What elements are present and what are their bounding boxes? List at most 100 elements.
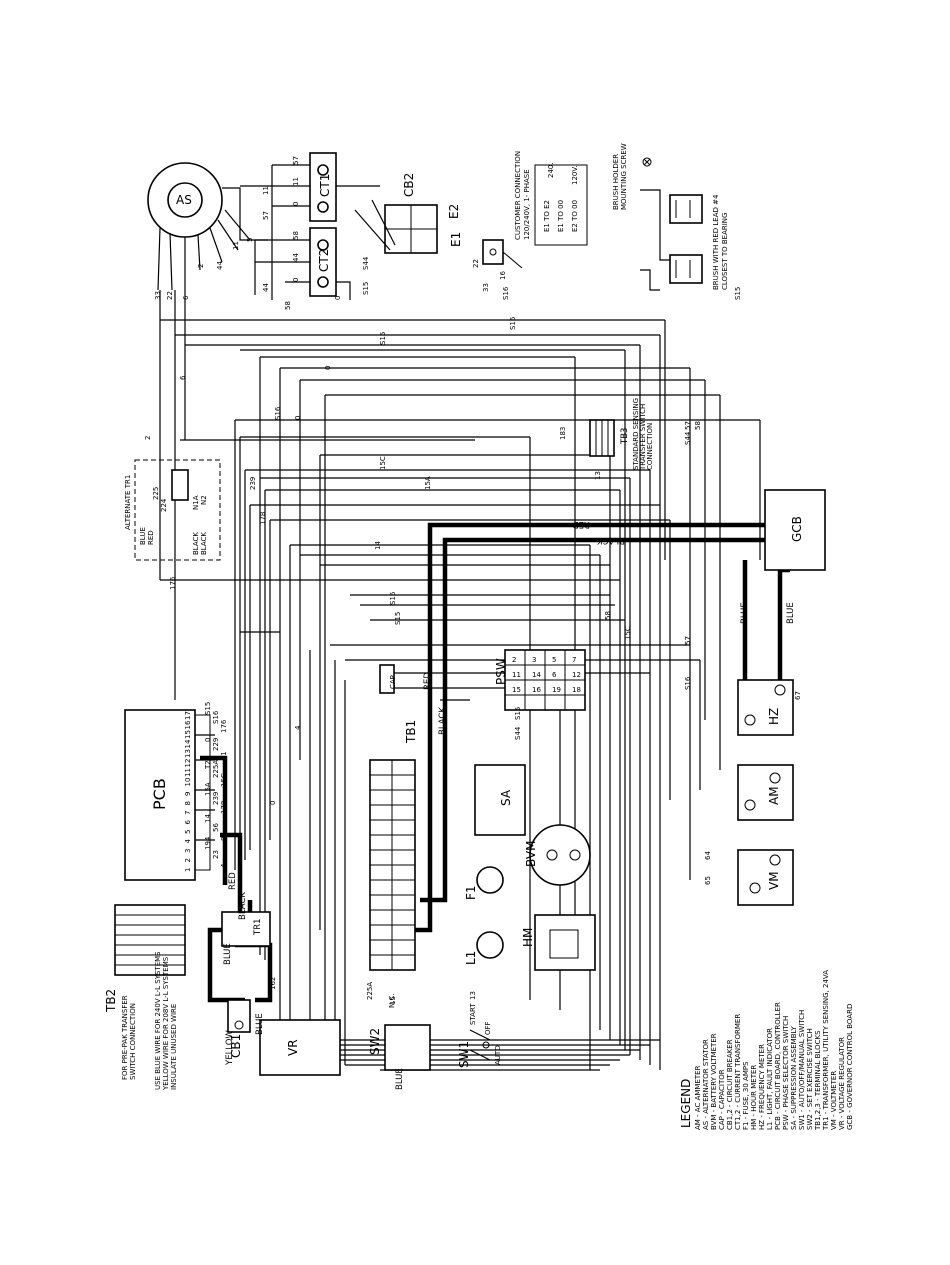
wire-number: 176 bbox=[169, 576, 177, 590]
ct-wire-number: 58 bbox=[292, 231, 300, 240]
brush-holder-line1: BRUSH HOLDER bbox=[612, 154, 620, 210]
voltage-regulator: VR bbox=[259, 1019, 341, 1076]
tb3-label: TB3 bbox=[620, 428, 630, 445]
psw-terminal-number: 11 bbox=[512, 671, 521, 679]
suppression-assembly: SA bbox=[474, 764, 526, 836]
pcb-pin-number: 16 bbox=[184, 720, 192, 729]
brush-lead-line2: CLOSEST TO BEARING bbox=[721, 213, 729, 290]
auto-off-manual-switch: SW1 START OFF AUTO bbox=[457, 1003, 502, 1068]
pcb-board: PCB bbox=[124, 709, 215, 881]
pcb-pin-number: 7 bbox=[184, 811, 192, 815]
pcb-wire-label: T1 bbox=[220, 751, 228, 761]
wire-number: 6 bbox=[179, 375, 187, 380]
red-callout-2: RED bbox=[228, 872, 238, 890]
wire-number: S15 bbox=[379, 332, 387, 345]
pcb-wire-label: 14 bbox=[204, 814, 212, 823]
wire-number: 64 bbox=[704, 851, 712, 860]
fuse-f1: F1 bbox=[464, 866, 504, 900]
cb1-label: CB1 bbox=[229, 1034, 243, 1058]
l1-label: L1 bbox=[464, 951, 478, 965]
as-label: AS bbox=[176, 193, 192, 207]
wire-number: 225A bbox=[366, 982, 374, 1000]
pcb-label: PCB bbox=[150, 778, 169, 810]
legend-item: SA - SUPPRESSION ASSEMBLY bbox=[790, 1026, 798, 1130]
voltmeter: VM bbox=[737, 849, 794, 906]
ct1-label: CT1 bbox=[318, 174, 332, 197]
wire-number: 0 bbox=[324, 366, 332, 370]
tr1-label: TR1 bbox=[253, 918, 263, 936]
alternate-tr1: ALTERNATE TR1 225 224 BLUE RED BLACK BLA… bbox=[124, 459, 221, 561]
wire-number: 2 bbox=[197, 264, 205, 268]
tb3-note-2: TRANSFER SWITCH bbox=[639, 404, 647, 471]
pcb-wire-label: 176 bbox=[220, 719, 228, 733]
pcb-wire-label: S15 bbox=[204, 702, 212, 715]
customer-row-1: E1 TO E2 bbox=[543, 200, 551, 232]
black-callout-1: BLACK bbox=[438, 707, 448, 735]
am-label: AM bbox=[767, 786, 781, 805]
wire-number: 16 bbox=[499, 271, 507, 280]
pcb-pin-number: 3 bbox=[184, 849, 192, 853]
tb2-label: TB2 bbox=[104, 989, 118, 1013]
legend-item: AS - ALTERNATOR STATOR bbox=[702, 1039, 710, 1130]
wire-number: 15C bbox=[379, 456, 387, 470]
pcb-wire-label: 56 bbox=[212, 823, 220, 832]
wire-number: 58 bbox=[694, 421, 702, 430]
psw-terminal-number: 6 bbox=[552, 671, 557, 679]
cb2-breaker: CB2 E1 E2 bbox=[354, 173, 463, 254]
legend-item: HM - HOUR METER bbox=[750, 1065, 758, 1130]
psw-terminal-number: 15 bbox=[512, 686, 521, 694]
legend-item: F1 - FUSE, 30 AMPS bbox=[742, 1061, 750, 1130]
pcb-pin-number: 6 bbox=[184, 820, 192, 825]
pcb-wire-label: 178 bbox=[220, 801, 228, 814]
wire-number: 178 bbox=[259, 512, 267, 525]
sw1-label: SW1 bbox=[457, 1041, 471, 1068]
psw-terminal-number: 5 bbox=[552, 656, 556, 664]
gcb-red-label: RED bbox=[572, 519, 590, 529]
tb3-terminal: TB3 STANDARD SENSING TRANSFER SWITCH CON… bbox=[589, 398, 654, 471]
pcb-pin-number: 13 bbox=[184, 749, 192, 758]
ct-wire-number: 57 bbox=[262, 211, 270, 220]
wire-number: S15 bbox=[394, 612, 402, 625]
sw2-label: SW2 bbox=[368, 1028, 382, 1055]
legend-item: TR1 - TRANSFORMER, UTILITY SENSING, 24VA bbox=[822, 970, 830, 1131]
wire-number: S16 bbox=[684, 676, 692, 690]
brush-lead-line1: BRUSH WITH RED LEAD #4 bbox=[712, 194, 720, 290]
wire-number: 14 bbox=[374, 541, 382, 550]
ct-wire-number: 0 bbox=[292, 278, 300, 282]
pcb-pin-number: 5 bbox=[184, 830, 192, 834]
legend-item: CB1,2 - CIRCUIT BREAKER bbox=[726, 1039, 734, 1130]
wire-number: S15 bbox=[734, 287, 742, 300]
pcb-wire-label: 4 bbox=[220, 863, 228, 868]
wire-number: 239 bbox=[249, 477, 257, 490]
legend-item: CT1,2 - CURRENT TRANSFORMER bbox=[734, 1014, 742, 1130]
alt-tr1-red: RED bbox=[147, 530, 155, 545]
legend-item: AM - AC AMMETER bbox=[694, 1065, 702, 1130]
ct-wire-number: 58 bbox=[284, 301, 292, 310]
ct-wire-number: S15 bbox=[362, 282, 370, 295]
pcb-wire-label: 0 bbox=[204, 738, 212, 742]
pcb-wire-label: 23 bbox=[212, 850, 220, 859]
tb2-terminal: TB2 bbox=[104, 904, 186, 1013]
pcb-pin-number: 15 bbox=[184, 730, 192, 739]
ct-wire-number: 0 bbox=[292, 202, 300, 206]
pcb-pin-number: 8 bbox=[184, 801, 192, 805]
wire-number: 0 bbox=[294, 416, 302, 420]
psw-terminal-number: 19 bbox=[552, 686, 561, 694]
brush-holder: BRUSH HOLDER MOUNTING SCREW BRUSH WITH R… bbox=[612, 143, 729, 291]
sw2-nc: N.C. bbox=[388, 993, 396, 1008]
customer-subtitle: 120/240V, 1- PHASE bbox=[523, 169, 531, 240]
psw-terminal-number: 14 bbox=[532, 671, 541, 679]
wire-number: 15 bbox=[389, 996, 397, 1005]
wire-number: 15A bbox=[424, 476, 432, 490]
cb1-breaker: CB1 bbox=[227, 999, 251, 1058]
psw-terminal-number: 7 bbox=[572, 656, 576, 664]
hour-meter: HM bbox=[521, 914, 596, 971]
psw-label: PSW bbox=[494, 658, 508, 685]
legend-item: PSW - PHASE SELECTOR SWITCH bbox=[782, 1016, 790, 1130]
wire-number: S16 bbox=[389, 591, 397, 605]
sw1-auto: AUTO bbox=[494, 1045, 502, 1065]
legend-item: L1 - LIGHT, FAULT INDICATOR bbox=[766, 1028, 774, 1130]
pcb-wire-label: 15C bbox=[220, 773, 228, 787]
pcb-wire-label: 15A bbox=[204, 782, 212, 796]
